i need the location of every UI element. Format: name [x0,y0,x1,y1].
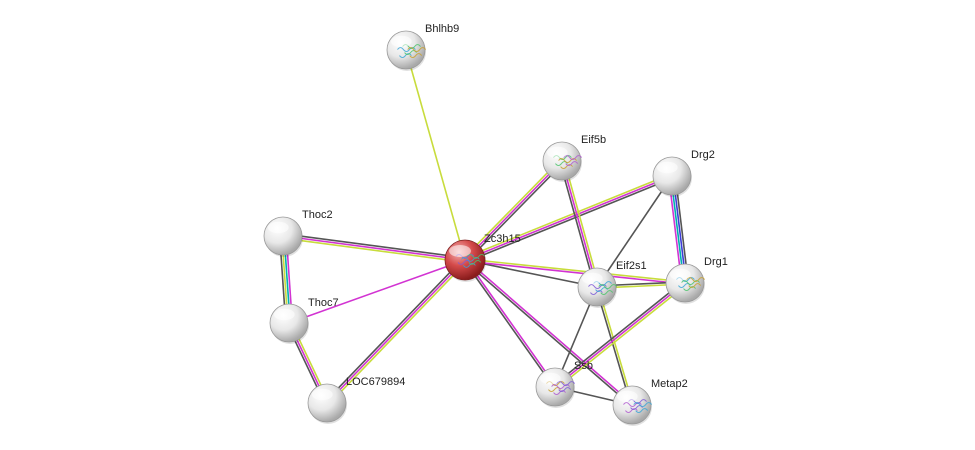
node-highlight [273,308,295,321]
node-label-eif5b: Eif5b [581,134,606,146]
node-highlight [546,146,568,159]
protein-structure-icon [546,381,576,396]
edge-evidence-line [326,259,466,404]
node-highlight [539,372,561,385]
edge-drg1-ssb[interactable] [553,280,687,390]
edge-evidence-line [462,158,562,260]
edge-zc3h15-eif5b[interactable] [462,158,565,263]
node-eif5b[interactable]: Eif5b [542,134,606,182]
node-label-thoc2: Thoc2 [302,209,333,221]
edge-evidence-line [596,175,673,288]
edge-evidence-line [464,175,673,261]
node-label-drg1: Drg1 [704,256,728,268]
edge-evidence-line [464,259,598,288]
node-highlight [669,268,691,281]
protein-structure-icon [676,277,706,292]
node-metap2[interactable]: Metap2 [612,378,688,426]
edge-zc3h15-thoc7[interactable] [288,259,466,324]
edge-zc3h15-ssb[interactable] [463,258,557,389]
node-label-drg2: Drg2 [691,149,715,161]
edge-eif5b-eif2s1[interactable] [559,160,600,288]
node-label-zc3h15: Zc3h15 [484,233,521,245]
node-drg2[interactable]: Drg2 [652,149,715,197]
edge-zc3h15-thoc2[interactable] [282,233,466,263]
edges-layer [278,49,690,407]
node-label-ssb: Ssb [574,360,593,372]
node-label-metap2: Metap2 [651,378,688,390]
node-highlight [449,245,471,257]
node-zc3h15[interactable]: Zc3h15 [444,233,521,282]
edge-evidence-line [465,258,634,405]
edge-evidence-line [463,260,555,389]
node-drg1[interactable]: Drg1 [665,256,728,304]
node-label-bhlhb9: Bhlhb9 [425,23,459,35]
edge-evidence-line [559,161,596,288]
edge-evidence-line [328,260,468,406]
edge-evidence-line [465,258,686,283]
node-eif2s1[interactable]: Eif2s1 [577,260,647,308]
edge-evidence-line [405,49,466,261]
edge-evidence-line [464,160,563,261]
node-thoc7[interactable]: Thoc7 [269,297,339,344]
node-highlight [581,272,603,285]
edge-eif2s1-metap2[interactable] [595,286,634,406]
edge-evidence-line [553,280,685,386]
protein-structure-icon [553,155,583,170]
edge-zc3h15-eif2s1[interactable] [464,259,598,288]
edge-evidence-line [465,258,557,387]
edge-evidence-line [597,286,634,405]
edge-evidence-line [554,282,686,388]
edge-evidence-line [466,161,565,263]
edge-zc3h15-bhlhb9[interactable] [405,49,466,261]
edge-zc3h15-drg2[interactable] [463,173,674,263]
edge-evidence-line [561,160,598,288]
edge-evidence-line [282,237,465,263]
node-loc679894[interactable]: LOC679894 [307,376,405,424]
edge-evidence-line [324,257,464,403]
node-thoc2[interactable]: Thoc2 [263,209,333,257]
node-highlight [390,35,412,48]
edge-evidence-line [563,160,600,287]
edge-zc3h15-loc679894[interactable] [324,257,468,406]
node-ssb[interactable]: Ssb [535,360,593,408]
edge-evidence-line [463,173,672,259]
edge-evidence-line [283,233,466,259]
node-highlight [267,221,289,234]
node-highlight [311,388,333,401]
edge-evidence-line [464,260,685,285]
edge-zc3h15-drg1[interactable] [464,258,686,285]
edge-evidence-line [595,287,632,406]
protein-structure-icon [397,44,427,59]
edge-zc3h15-metap2[interactable] [463,258,634,407]
node-highlight [616,390,638,403]
edge-evidence-line [465,177,674,263]
node-label-eif2s1: Eif2s1 [616,260,647,272]
edge-evidence-line [555,284,687,390]
edge-evidence-line [463,260,632,407]
node-label-loc679894: LOC679894 [346,376,405,388]
node-bhlhb9[interactable]: Bhlhb9 [386,23,459,71]
edge-evidence-line [288,259,466,324]
protein-structure-icon [455,253,486,268]
edge-drg2-eif2s1[interactable] [596,175,673,288]
node-highlight [656,161,678,174]
edge-evidence-line [282,235,466,261]
node-label-thoc7: Thoc7 [308,297,339,309]
